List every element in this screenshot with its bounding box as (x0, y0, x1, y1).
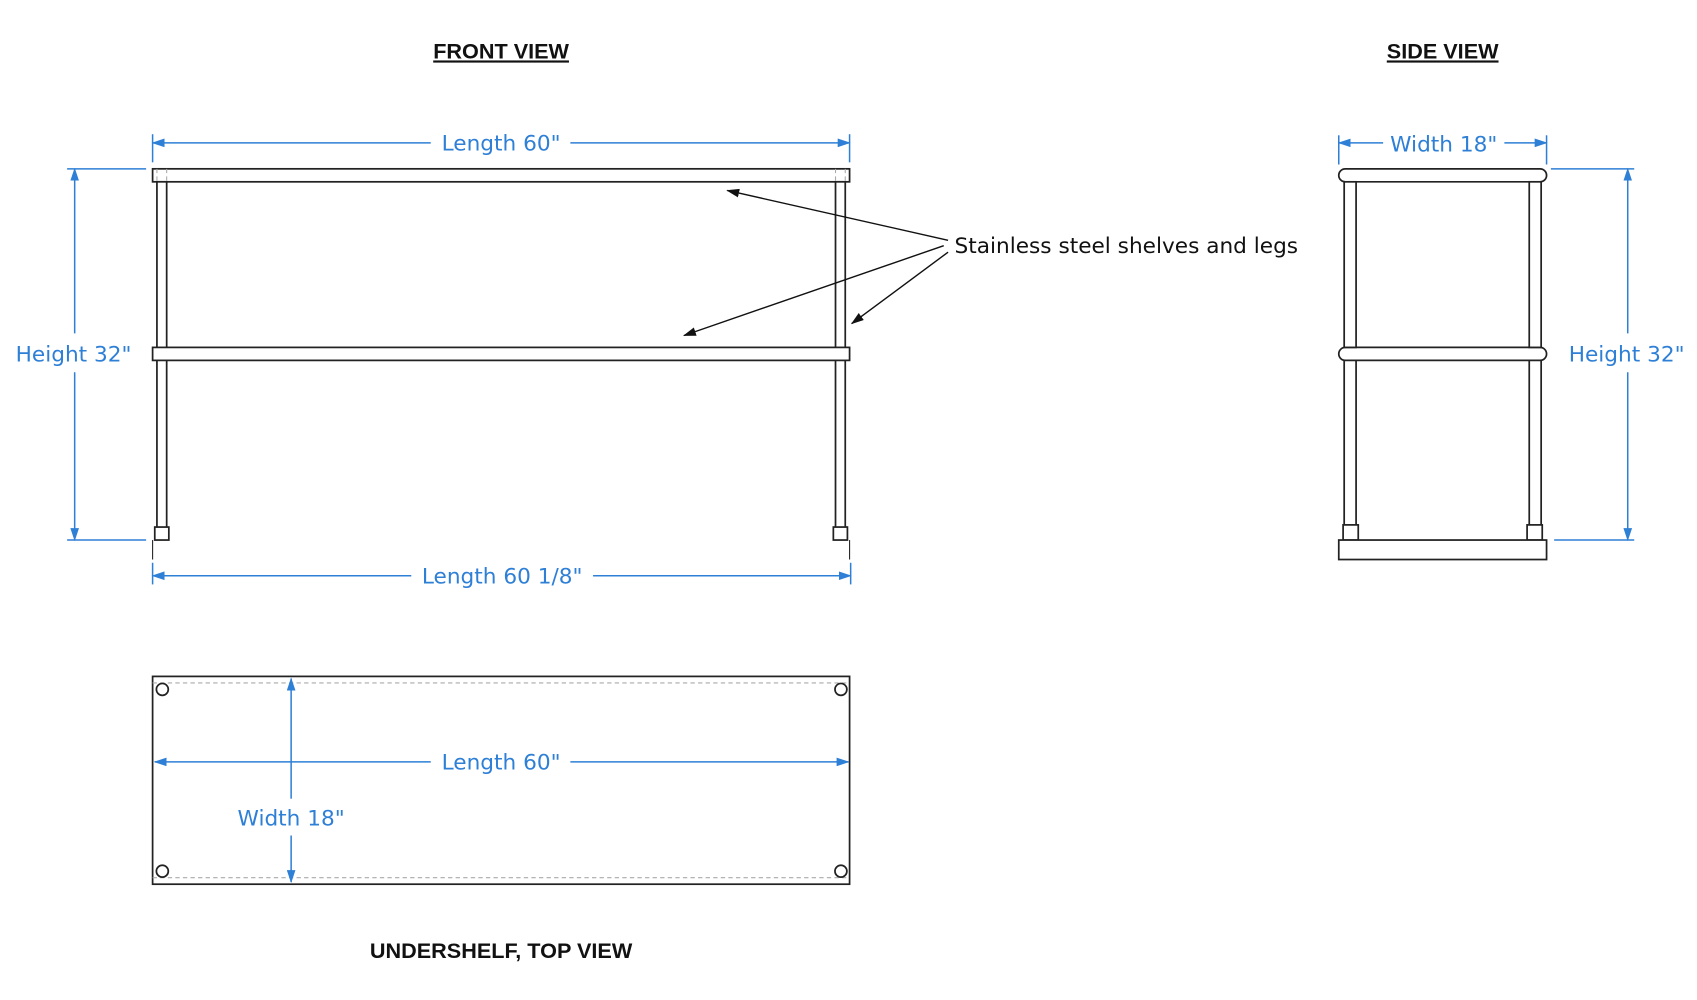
top-length-label: Length 60" (442, 750, 561, 775)
side-width-label: Width 18" (1390, 133, 1497, 158)
side-width-dimension (1337, 135, 1548, 165)
front-bottom-length-label: Length 60 1/8" (422, 564, 583, 589)
side-view (1337, 167, 1548, 561)
top-view-title: UNDERSHELF, TOP VIEW (370, 938, 633, 963)
material-note: Stainless steel shelves and legs (955, 234, 1299, 259)
side-height-dimension (1550, 167, 1635, 542)
top-width-label: Width 18" (238, 807, 345, 832)
note-leaders (682, 188, 949, 337)
side-view-title: SIDE VIEW (1387, 38, 1499, 63)
front-view-title: FRONT VIEW (433, 38, 569, 63)
side-height-label: Height 32" (1569, 342, 1685, 367)
front-length-dimension (151, 134, 851, 163)
top-view (151, 675, 851, 886)
front-height-label: Height 32" (16, 342, 132, 367)
front-view (151, 167, 851, 560)
front-bottom-length-dimension (151, 562, 852, 585)
front-height-dimension (67, 167, 147, 542)
front-length-label: Length 60" (442, 131, 561, 156)
